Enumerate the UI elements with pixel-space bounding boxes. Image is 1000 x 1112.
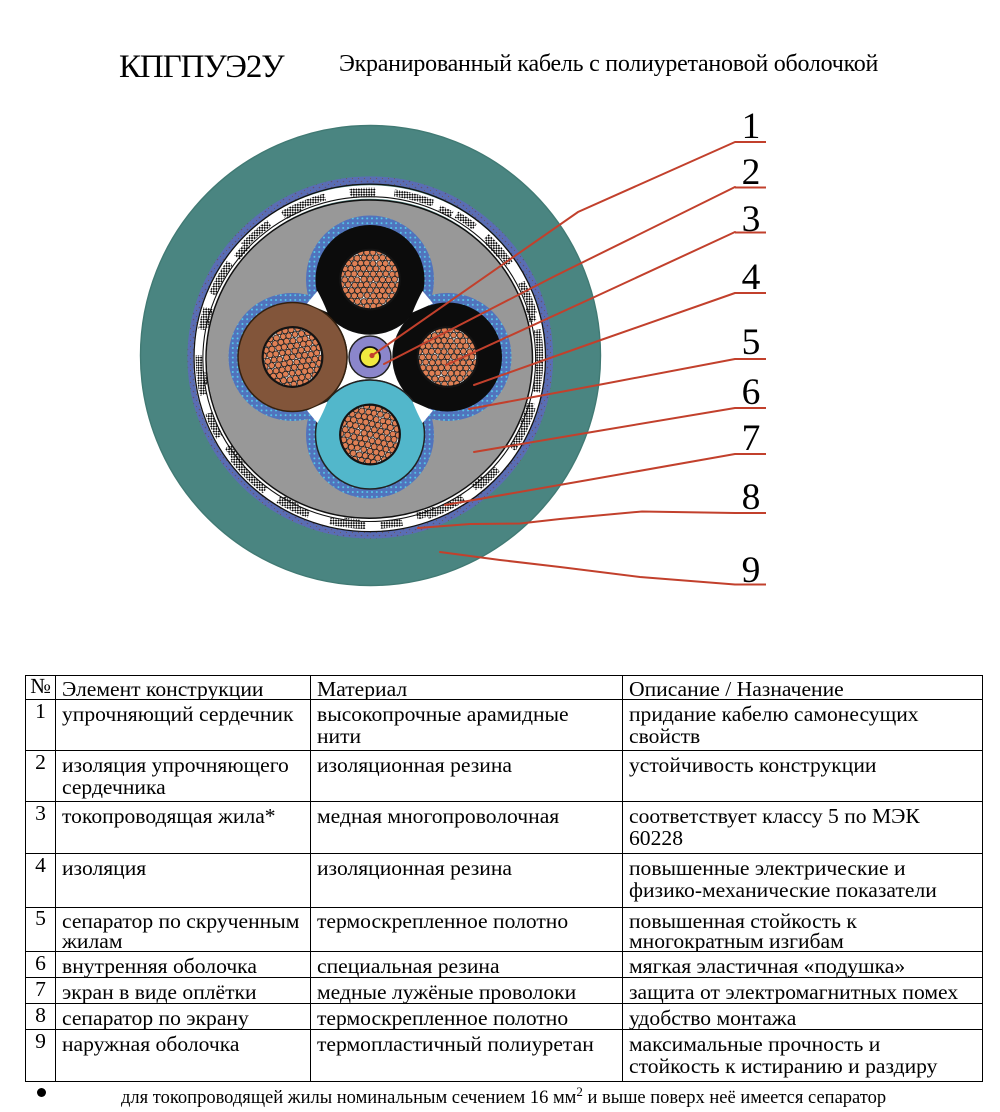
svg-text:8: 8: [742, 477, 761, 518]
svg-text:7: 7: [742, 418, 761, 459]
svg-text:6: 6: [742, 372, 761, 413]
svg-text:9: 9: [742, 550, 761, 591]
svg-text:1: 1: [742, 106, 761, 147]
svg-text:5: 5: [742, 322, 761, 363]
svg-text:2: 2: [742, 152, 761, 193]
svg-text:4: 4: [742, 257, 761, 298]
svg-text:3: 3: [742, 199, 761, 240]
